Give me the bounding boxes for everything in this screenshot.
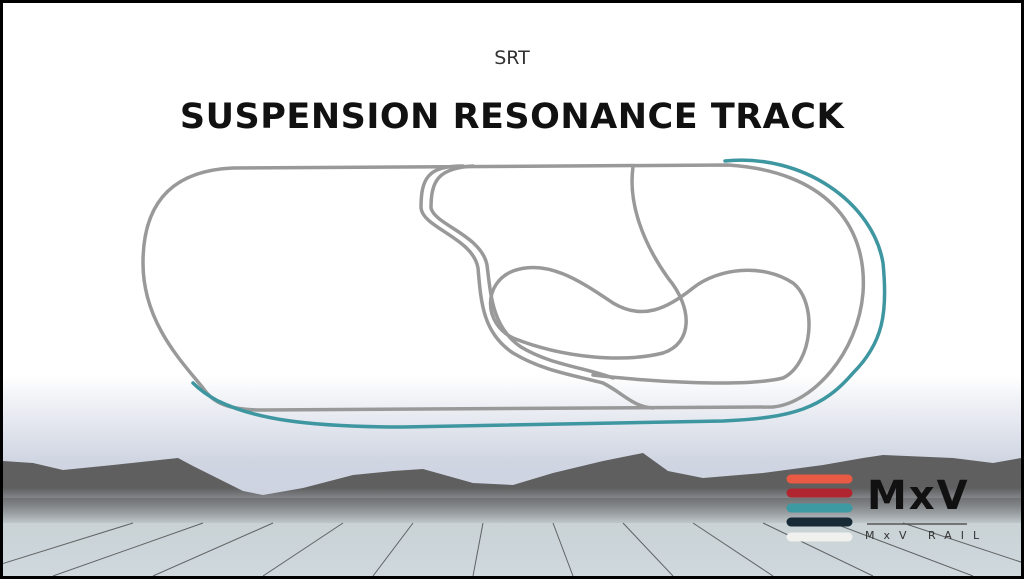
mountains [3, 453, 1021, 523]
outer-loop-track [141, 163, 866, 412]
diagram-canvas: SRT SUSPENSION RESONANCE TRACK MxV MxV R… [3, 3, 1021, 576]
page-title: SUSPENSION RESONANCE TRACK [179, 97, 845, 137]
floor-grid [3, 522, 1021, 576]
inner-track-b [429, 164, 615, 380]
inner-track-a [419, 164, 655, 410]
logo-stripes [786, 474, 853, 542]
logo-name: MxV RAIL [865, 529, 989, 542]
track-abbreviation: SRT [494, 47, 530, 69]
highlighted-resonance-section [191, 158, 887, 429]
scene [3, 158, 1021, 576]
track-layout [141, 163, 866, 412]
logo-mark: MxV [867, 473, 970, 519]
inner-loop-track [488, 165, 811, 385]
